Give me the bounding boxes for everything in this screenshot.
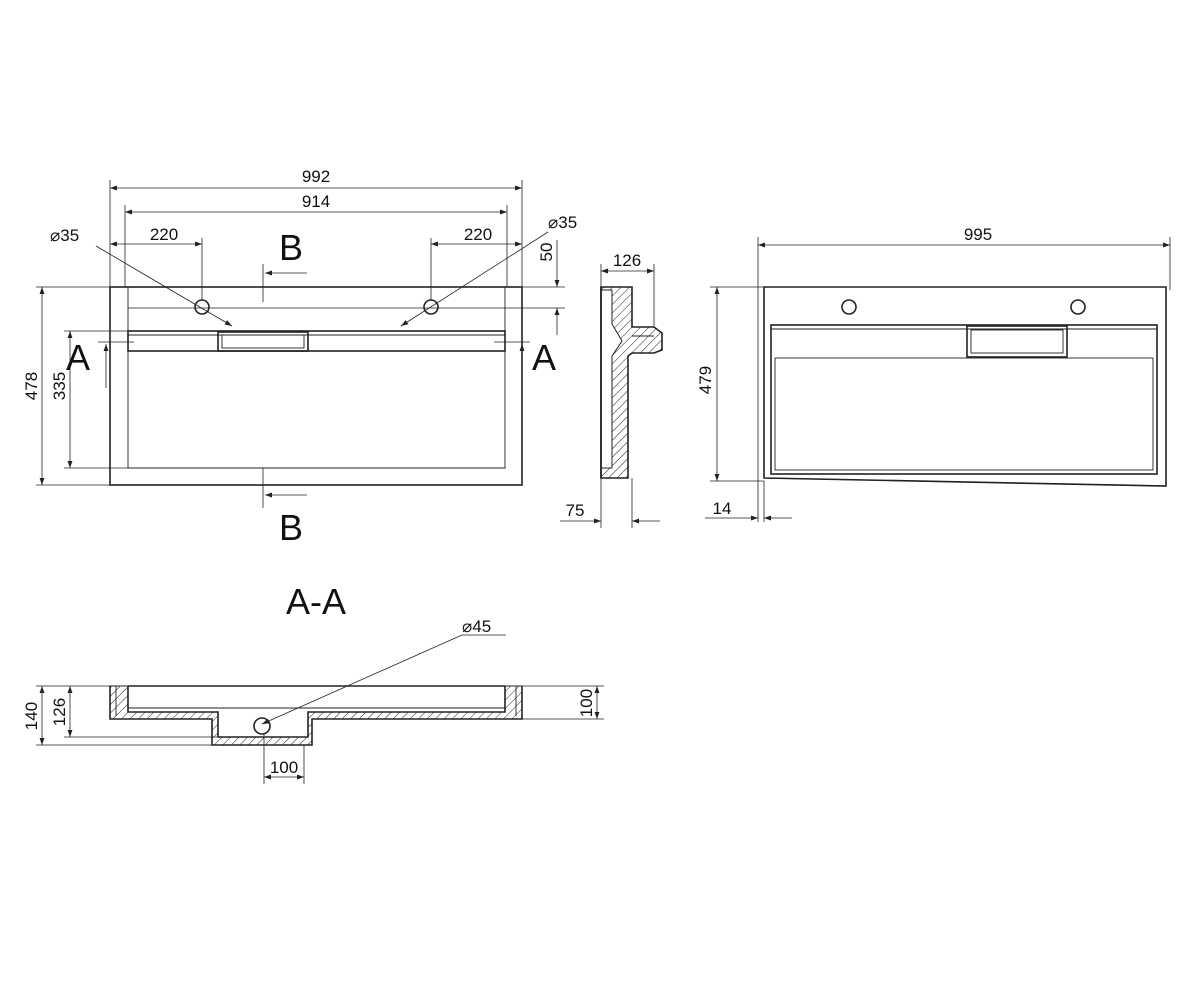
dim-total-height: 140 — [22, 702, 41, 730]
dim-hole-offset-left: 220 — [150, 225, 178, 244]
section-aa: A-A ⌀45 140 126 100 100 — [22, 581, 604, 784]
section-mark-b-bottom: B — [279, 507, 303, 548]
plan-drain-cover-inner — [221, 334, 305, 349]
dim-inner-width: 914 — [302, 192, 330, 211]
dim-drain-width: 100 — [270, 758, 298, 777]
dim-overall-width: 992 — [302, 167, 330, 186]
dim-rim-height: 126 — [50, 698, 69, 726]
rear-view: 995 479 14 — [696, 225, 1171, 522]
dim-back-depth: 50 — [537, 243, 556, 262]
section-drain-hole — [253, 717, 271, 735]
dim-bowl-depth: 335 — [50, 372, 69, 400]
side-profile-outline — [600, 286, 663, 479]
dim-drain: ⌀45 — [462, 617, 491, 636]
rear-drain-cover — [966, 325, 1068, 358]
rear-outline — [763, 286, 1167, 487]
dim-rear-depth: 479 — [696, 366, 715, 394]
section-outer-profile — [109, 686, 523, 746]
dim-hole-offset-right: 220 — [464, 225, 492, 244]
rear-hole-left — [841, 299, 857, 315]
section-hatched-wall — [109, 685, 523, 746]
plan-outline — [109, 286, 523, 486]
dim-overall-depth: 478 — [22, 372, 41, 400]
rear-hole-right — [1070, 299, 1086, 315]
dim-hole-left: ⌀35 — [50, 226, 79, 245]
section-aa-title: A-A — [286, 581, 346, 622]
side-view: 126 75 — [560, 251, 663, 528]
plan-inner-wall — [127, 287, 506, 469]
rear-bowl-inner — [774, 357, 1154, 471]
section-mark-a-left: A — [66, 337, 90, 378]
dim-side-front-lip: 75 — [566, 501, 585, 520]
plan-drain-cover — [217, 331, 309, 352]
section-mark-b-top: B — [279, 227, 303, 268]
plan-shelf — [127, 330, 506, 352]
dim-inner-height: 100 — [577, 689, 596, 717]
dim-rear-width: 995 — [964, 225, 992, 244]
plan-hole-left — [194, 299, 210, 315]
dim-side-height: 126 — [613, 251, 641, 270]
section-inner-profile — [127, 686, 506, 738]
dim-rear-edge: 14 — [713, 499, 732, 518]
rear-bowl — [770, 324, 1158, 475]
dim-hole-right: ⌀35 — [548, 213, 577, 232]
section-mark-a-right: A — [532, 337, 556, 378]
plan-view: 992 914 220 220 ⌀35 ⌀35 50 478 — [22, 167, 577, 548]
